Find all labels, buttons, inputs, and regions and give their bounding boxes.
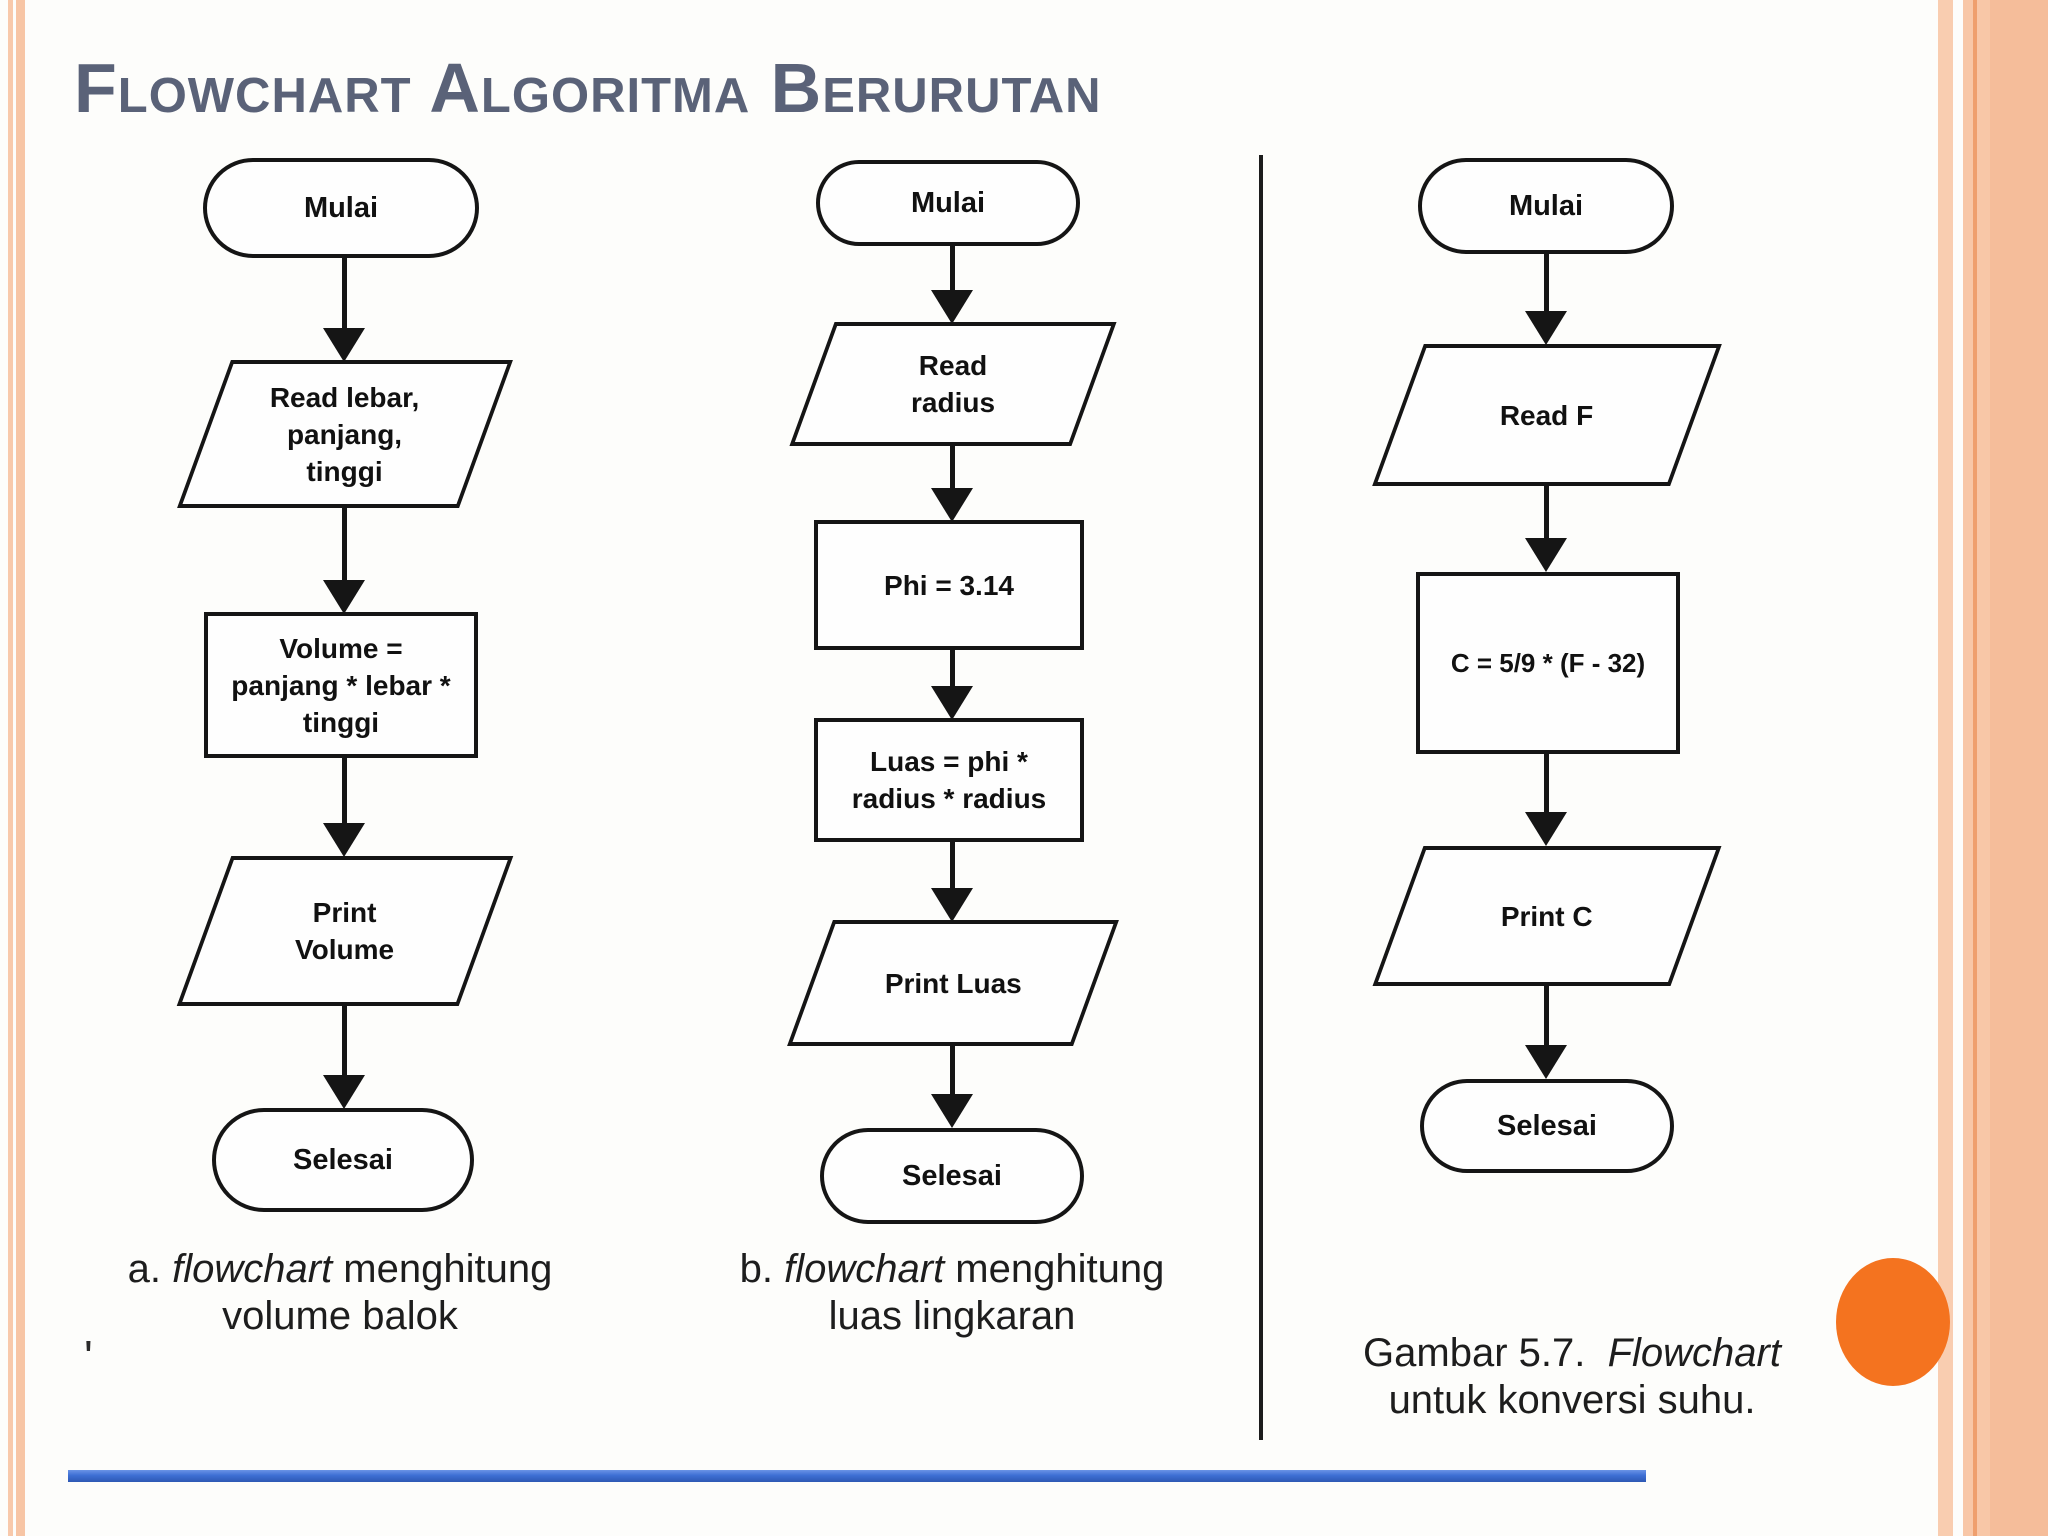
arrow-shaft	[950, 1044, 955, 1098]
flow-arrow	[931, 444, 973, 522]
flow-arrow	[931, 648, 973, 720]
right-border-stripe-inner	[1938, 0, 1953, 1536]
section-divider-line	[1259, 155, 1263, 1440]
flowchart-b-start-terminator: Mulai	[816, 160, 1080, 246]
flowchart-a-process-rect: Volume = panjang * lebar * tinggi	[204, 612, 478, 758]
flowchart-b-caption: b. flowchart menghitung luas lingkaran	[652, 1246, 1252, 1340]
caption-line-2: volume balok	[222, 1294, 458, 1338]
left-border-stripe-thin	[8, 0, 13, 1536]
page-title: Flowchart Algoritma Berurutan	[74, 49, 1102, 127]
node-label: Luas = phi * radius * radius	[851, 746, 1047, 814]
arrow-head-icon	[323, 823, 365, 857]
flowchart-a-caption: a. flowchart menghitung volume balok	[40, 1246, 640, 1340]
arrow-shaft	[342, 756, 347, 827]
flowchart-b-end-terminator: Selesai	[820, 1128, 1084, 1224]
arrow-shaft	[1544, 984, 1549, 1049]
flow-arrow	[1525, 752, 1567, 846]
right-border-accent-line	[1973, 0, 1977, 1536]
flowchart-b-process2-rect: Luas = phi * radius * radius	[814, 718, 1084, 842]
node-label: Read radius	[910, 350, 996, 418]
caption-line-1: b. flowchart menghitung	[739, 1247, 1165, 1291]
arrow-shaft	[950, 648, 955, 690]
arrow-head-icon	[1525, 812, 1567, 846]
flowchart-a-start-terminator: Mulai	[203, 158, 479, 258]
orange-circle-decoration	[1836, 1258, 1950, 1386]
arrow-shaft	[950, 243, 955, 294]
arrow-head-icon	[323, 1075, 365, 1109]
node-label: Selesai	[1497, 1109, 1597, 1142]
flowchart-b-input-parallelogram: Read radius	[789, 322, 1117, 446]
flowchart-c-start-terminator: Mulai	[1418, 158, 1674, 254]
arrow-head-icon	[323, 580, 365, 614]
flow-arrow	[1525, 984, 1567, 1079]
flowchart-c-output-parallelogram: Print C	[1372, 846, 1722, 986]
flowchart-b-process1-rect: Phi = 3.14	[814, 520, 1084, 650]
arrow-head-icon	[1525, 538, 1567, 572]
node-label: Volume = panjang * lebar * tinggi	[231, 632, 451, 738]
node-label: Selesai	[293, 1143, 393, 1176]
arrow-head-icon	[1525, 1045, 1567, 1079]
arrow-head-icon	[931, 488, 973, 522]
arrow-shaft	[950, 840, 955, 892]
flow-arrow	[323, 256, 365, 362]
flow-arrow	[1525, 484, 1567, 572]
node-label: Selesai	[902, 1159, 1002, 1192]
arrow-head-icon	[931, 888, 973, 922]
flowchart-a-end-terminator: Selesai	[212, 1108, 474, 1212]
caption-line-2: untuk konversi suhu.	[1388, 1378, 1756, 1422]
node-label: C = 5/9 * (F - 32)	[1450, 647, 1646, 678]
arrow-head-icon	[1525, 311, 1567, 345]
flowchart-c-end-terminator: Selesai	[1420, 1079, 1674, 1173]
caption-line-1: a. flowchart menghitung	[127, 1247, 553, 1291]
node-label: Phi = 3.14	[884, 569, 1014, 601]
arrow-shaft	[342, 1003, 347, 1079]
flow-arrow	[1525, 251, 1567, 345]
left-border-stripe-wide	[16, 0, 25, 1536]
caption-line-1: Gambar 5.7. Flowchart	[1363, 1331, 1781, 1375]
caption-line-2: luas lingkaran	[828, 1294, 1076, 1338]
arrow-shaft	[1544, 484, 1549, 542]
flowchart-c-process-rect: C = 5/9 * (F - 32)	[1416, 572, 1680, 754]
node-label: Mulai	[1508, 189, 1584, 222]
arrow-head-icon	[931, 290, 973, 324]
flowchart-b-output-parallelogram: Print Luas	[787, 920, 1119, 1046]
node-label: Mulai	[303, 191, 379, 224]
node-label: Print Volume	[295, 897, 395, 965]
flowchart-c-caption: Gambar 5.7. Flowchart untuk konversi suh…	[1282, 1330, 1862, 1424]
arrow-shaft	[342, 256, 347, 332]
flowchart-a-output-parallelogram: Print Volume	[176, 856, 514, 1006]
flow-arrow	[931, 840, 973, 922]
arrow-head-icon	[931, 1094, 973, 1128]
flow-arrow	[323, 756, 365, 857]
arrow-shaft	[950, 444, 955, 492]
arrow-shaft	[1544, 752, 1549, 816]
node-label: Print Luas	[884, 967, 1022, 999]
node-label: Read lebar, panjang, tinggi	[270, 381, 420, 487]
arrow-head-icon	[323, 328, 365, 362]
node-label: Mulai	[910, 186, 986, 219]
flow-arrow	[323, 506, 365, 614]
arrow-shaft	[1544, 251, 1549, 315]
node-label: Print C	[1501, 900, 1593, 932]
right-border-band-deep	[1990, 0, 2048, 1536]
flowchart-c-input-parallelogram: Read F	[1372, 344, 1722, 486]
arrow-shaft	[342, 506, 347, 584]
stray-mark: '	[84, 1331, 93, 1383]
bottom-accent-rule	[68, 1470, 1646, 1482]
arrow-head-icon	[931, 686, 973, 720]
flowchart-a-input-parallelogram: Read lebar, panjang, tinggi	[177, 360, 513, 508]
flow-arrow	[323, 1003, 365, 1109]
node-label: Read F	[1500, 399, 1594, 431]
flow-arrow	[931, 1044, 973, 1128]
flow-arrow	[931, 243, 973, 324]
